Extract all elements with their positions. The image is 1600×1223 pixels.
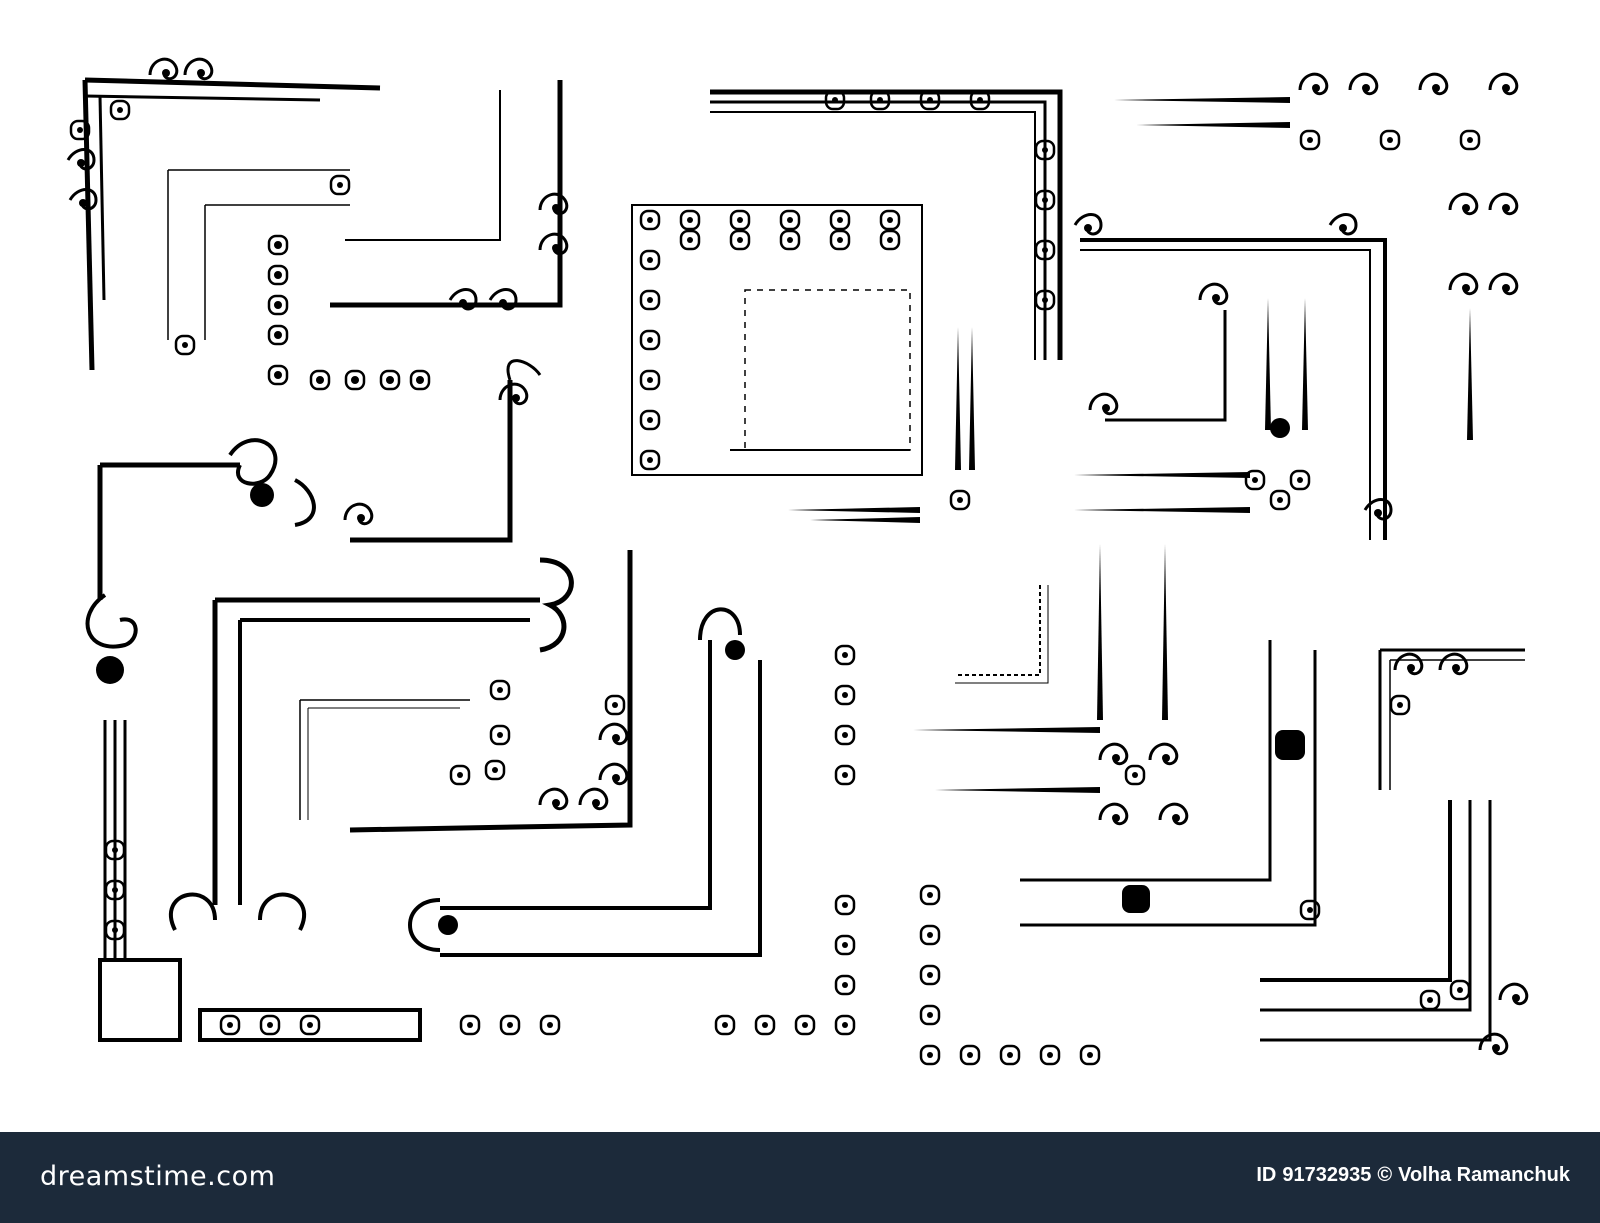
corner-ornament-11 bbox=[788, 327, 975, 523]
chain-border-2 bbox=[459, 644, 856, 1036]
corner-ornament-16 bbox=[913, 544, 1189, 826]
chain-border-1 bbox=[267, 234, 431, 391]
id-number: 91732935 bbox=[1282, 1164, 1372, 1186]
copyright-icon: © bbox=[1377, 1164, 1393, 1186]
corner-ornament-19 bbox=[98, 720, 422, 1042]
corner-ornament-8 bbox=[1073, 213, 1393, 540]
corner-ornament-18 bbox=[1378, 648, 1525, 790]
corner-ornament-20 bbox=[1260, 800, 1529, 1056]
lattice-frame-center bbox=[631, 204, 923, 476]
corner-ornament-14 bbox=[408, 607, 762, 957]
corner-ornament-12 bbox=[168, 557, 574, 931]
corner-ornament-6 bbox=[710, 89, 1063, 360]
chain-border-4 bbox=[955, 585, 1049, 684]
id-label: ID bbox=[1256, 1164, 1277, 1186]
chain-border-3 bbox=[919, 884, 1101, 1066]
corner-ornament-15 bbox=[299, 679, 511, 820]
corner-ornament-13 bbox=[349, 550, 633, 833]
author-name: Volha Ramanchuk bbox=[1398, 1164, 1570, 1186]
corner-ornament-17 bbox=[1020, 640, 1321, 927]
corner-ornament-10 bbox=[1074, 298, 1311, 513]
corner-ornament-5 bbox=[343, 359, 542, 543]
ornamental-corner-set bbox=[66, 57, 1529, 1066]
corner-ornament-7 bbox=[1114, 72, 1519, 440]
corner-ornament-2 bbox=[167, 169, 351, 356]
corner-ornament-1 bbox=[66, 57, 381, 371]
corner-ornament-4 bbox=[85, 438, 316, 684]
corner-ornament-9 bbox=[1088, 282, 1229, 422]
site-logo[interactable]: dreamstime.com bbox=[40, 1161, 276, 1192]
corner-ornament-3 bbox=[330, 80, 569, 311]
